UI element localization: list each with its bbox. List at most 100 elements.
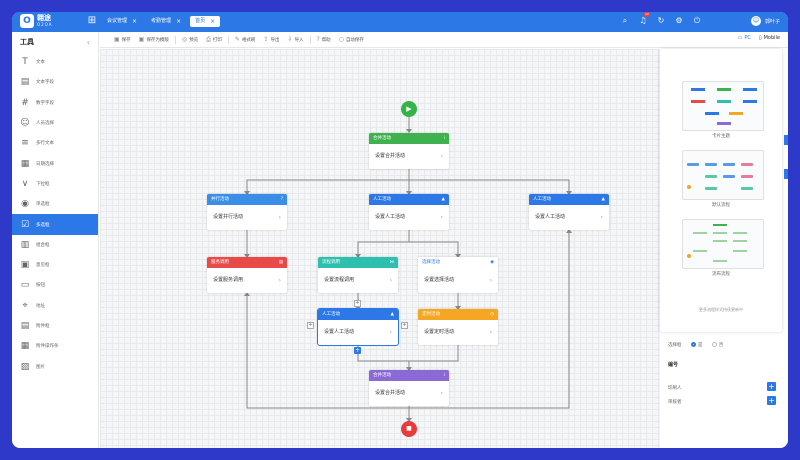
mode-pc-button[interactable]: ▭PC (738, 35, 751, 41)
sidebar-item[interactable]: ▦附件操作条 (12, 336, 98, 356)
top-bar: O 翱途 O2OA ⊞ 会议管理× 考勤管理× 首页× ⌕ ♫12 ↻ ⚙ ⏻ … (12, 12, 788, 32)
chevron-right-icon: › (440, 390, 443, 397)
sidebar-item[interactable]: ≡多行文本 (12, 133, 98, 153)
checkbox-icon: ☑ (20, 219, 30, 230)
save-template-icon: ▣ (138, 36, 145, 43)
help-icon: ? (280, 197, 283, 202)
end-node[interactable]: ■ (401, 421, 417, 437)
notify-badge: 12 (644, 12, 650, 17)
sidebar-item[interactable]: ▤附件框 (12, 316, 98, 336)
sidebar-item[interactable]: ▣意见框 (12, 255, 98, 275)
add-reviewer-button[interactable]: + (767, 396, 776, 405)
toolbar-button[interactable]: ?帮助 (313, 36, 335, 43)
sidebar-item[interactable]: #数字字段 (12, 93, 98, 113)
toolbar-button[interactable]: ○自动保存 (335, 36, 368, 43)
collapse-icon[interactable]: ‹ (86, 37, 90, 47)
close-icon[interactable]: × (176, 18, 182, 25)
scrollbar-thumb[interactable] (784, 135, 788, 145)
info-icon: i (443, 136, 445, 141)
node-title: 人工活动 (533, 197, 551, 202)
refresh-icon[interactable]: ↻ (657, 16, 665, 25)
template-card-theme[interactable] (682, 81, 764, 131)
add-printer-button[interactable]: + (767, 382, 776, 391)
dropdown-icon: ∨ (21, 178, 29, 189)
chevron-right-icon: › (389, 277, 392, 284)
calendar-icon: ▦ (20, 158, 30, 169)
sidebar-item-label: 多选框 (36, 222, 50, 228)
flow-node-manual-selected[interactable]: 人工活动▲ 设置人工活动› (317, 308, 399, 346)
view-mode-switch: ▭PC ▯Mobile (738, 35, 780, 41)
search-icon[interactable]: ⌕ (622, 16, 628, 25)
node-body: 设置人工活动› (529, 205, 609, 230)
sidebar-item[interactable]: ⌖地址 (12, 296, 98, 316)
scrollbar-thumb[interactable] (784, 169, 788, 179)
mode-pc-label: PC (744, 35, 751, 41)
flow-node-manual-right[interactable]: 人工活动▲ 设置人工活动› (529, 194, 609, 230)
toolbar-button[interactable]: ▣保存为模版 (135, 36, 173, 43)
node-body: 设置合并活动› (369, 381, 449, 406)
radio-yes[interactable] (690, 342, 696, 347)
prop-row-label: 审核者 (668, 400, 682, 405)
apps-grid-icon[interactable]: ⊞ (87, 15, 97, 26)
node-header: 人工活动▲ (529, 194, 609, 205)
add-left-icon[interactable]: + (307, 322, 314, 329)
tab-meeting[interactable]: 会议管理 × (102, 16, 142, 27)
tab-home[interactable]: 首页× (190, 16, 221, 27)
toolbar-button[interactable]: ◎预览 (178, 36, 202, 43)
add-right-icon[interactable]: + (401, 322, 408, 329)
sidebar-item[interactable]: ☺人员选择 (12, 113, 98, 133)
flow-node-service[interactable]: 服务调用▤ 设置服务调用› (207, 257, 287, 293)
eye-icon: ◉ (490, 260, 494, 265)
template-card-layout[interactable] (682, 219, 764, 269)
toolbar-button[interactable]: ✎格式刷 (231, 36, 260, 43)
mode-mobile-button[interactable]: ▯Mobile (759, 35, 780, 41)
logo-subtitle: O2OA (37, 22, 53, 27)
sidebar-item[interactable]: ▥组合框 (12, 235, 98, 255)
flow-node-manual-mid[interactable]: 人工活动▲ 设置人工活动› (369, 194, 449, 230)
thumb-block (717, 122, 731, 125)
close-icon[interactable]: × (210, 18, 216, 25)
template-panel: 卡片主题 默认流程 (660, 49, 782, 332)
flow-node-choice[interactable]: 选择活动◉ 设置选择活动› (418, 257, 498, 293)
toolbar-button[interactable]: ⇪导出 (259, 36, 283, 43)
tab-label: 会议管理 (107, 18, 128, 24)
user-menu[interactable]: ☺ 郭叶子 (750, 16, 780, 26)
start-node[interactable]: ▶ (401, 101, 417, 117)
sidebar-item[interactable]: ▭按钮 (12, 275, 98, 295)
toolbar-button[interactable]: ⎙打印 (202, 36, 226, 44)
sidebar-item[interactable]: ∨下拉框 (12, 174, 98, 194)
thumb-block (743, 88, 757, 91)
sidebar-item[interactable]: ▨图片 (12, 356, 98, 376)
chevron-right-icon: › (278, 214, 281, 221)
sidebar-item[interactable]: ▦日期选择 (12, 153, 98, 173)
node-body: 设置服务调用› (207, 268, 287, 293)
number-icon: # (21, 97, 29, 108)
toolbar-button-label: 自动保存 (345, 37, 364, 43)
sidebar-item[interactable]: ◉单选框 (12, 194, 98, 214)
flow-node-timer[interactable]: 定时活动◷ 设置定时活动› (418, 309, 498, 345)
sidebar-item[interactable]: ☑ 多选框 (12, 214, 98, 235)
add-below-icon[interactable]: + (354, 347, 361, 354)
power-icon[interactable]: ⏻ (693, 16, 701, 25)
settings-icon[interactable]: ⚙ (675, 16, 683, 25)
template-thumbnail (687, 224, 747, 262)
toolbar-button[interactable]: ⇩导入 (283, 36, 307, 43)
close-icon[interactable]: × (132, 18, 138, 25)
flow-node-parallel[interactable]: 并行活动? 设置并行活动› (207, 194, 287, 230)
tab-attendance[interactable]: 考勤管理× (146, 16, 186, 27)
radio-no[interactable] (711, 342, 717, 347)
flow-node-flow-call[interactable]: 流程调用⋈ 设置流程调用› (318, 257, 398, 293)
add-top-icon[interactable]: + (354, 300, 361, 307)
toolbar-button[interactable]: ▣保存 (110, 36, 135, 43)
location-icon: ⌖ (22, 300, 28, 311)
node-header: 定时活动◷ (418, 309, 498, 320)
bell-icon[interactable]: ♫12 (639, 12, 650, 25)
template-card-default[interactable] (682, 150, 764, 200)
sidebar-item[interactable]: ▤文本字段 (12, 72, 98, 92)
button-icon: ▭ (20, 280, 30, 291)
connector-lines (244, 117, 572, 422)
